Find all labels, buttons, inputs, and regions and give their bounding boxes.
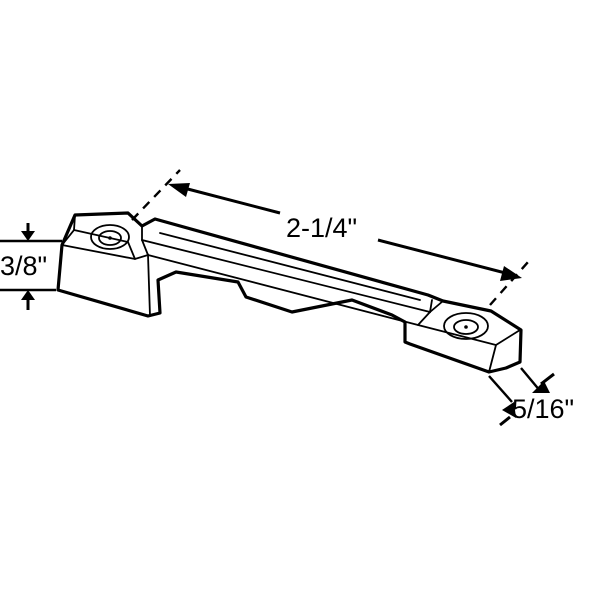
strike-bar bbox=[56, 211, 523, 374]
length-dim-line-left bbox=[179, 185, 281, 215]
length-arrow-right bbox=[500, 266, 522, 281]
height-dimension: 3/8" bbox=[0, 223, 62, 310]
length-label: 2-1/4" bbox=[286, 213, 357, 243]
left-pad-front-face bbox=[61, 244, 151, 317]
length-extension-left bbox=[131, 169, 181, 221]
width-dimension: 5/16" bbox=[488, 367, 574, 427]
bridge-top-surface bbox=[141, 225, 433, 314]
left-screw-hole bbox=[90, 224, 130, 250]
width-tick-bottom bbox=[499, 415, 511, 427]
bridge-ridge bbox=[159, 232, 421, 301]
bridge-notch bbox=[237, 281, 247, 298]
right-pad-top-edge bbox=[429, 300, 444, 313]
length-extension-right bbox=[489, 261, 529, 306]
right-screw-hole bbox=[443, 312, 489, 340]
length-dim-line-right bbox=[377, 238, 518, 278]
height-label: 3/8" bbox=[0, 251, 47, 281]
width-ext-line-bottom bbox=[488, 375, 513, 403]
bridge-front-edge bbox=[141, 239, 431, 327]
width-arrow-bottom bbox=[502, 402, 516, 418]
height-arrow-top bbox=[21, 231, 35, 241]
length-dimension: 2-1/4" bbox=[131, 169, 529, 306]
width-label: 5/16" bbox=[512, 394, 574, 424]
width-arrow-top bbox=[532, 381, 550, 393]
length-arrow-left bbox=[168, 183, 190, 197]
right-pad-side-edge bbox=[495, 329, 521, 346]
height-arrow-bottom bbox=[21, 290, 35, 300]
